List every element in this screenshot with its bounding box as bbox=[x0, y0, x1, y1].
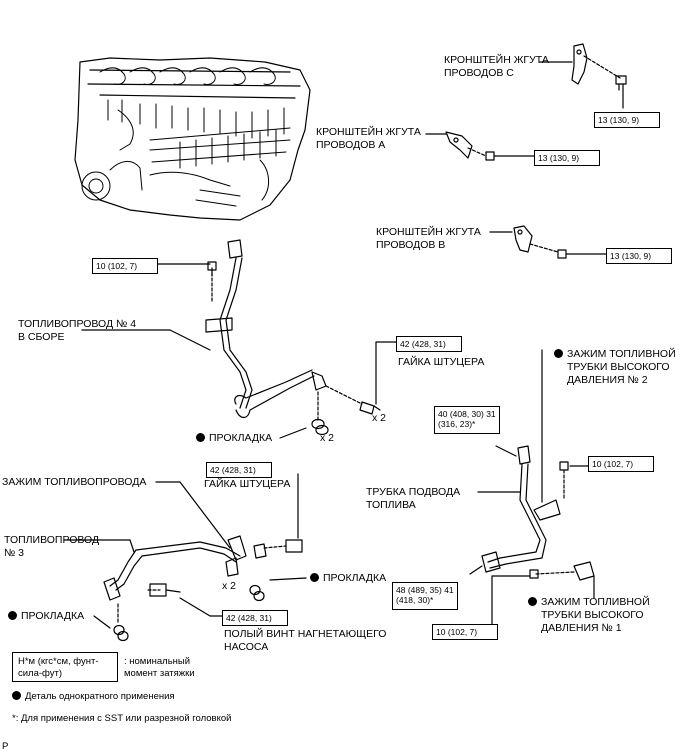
label-bracket-b-line1: КРОНШТЕЙН ЖГУТА bbox=[376, 226, 481, 238]
torque-union-nut-2: 42 (428, 31) bbox=[206, 462, 272, 478]
torque-clamp2-bolt: 10 (102, 7) bbox=[588, 456, 654, 472]
label-bracket-c-line2: ПРОВОДОВ С bbox=[444, 67, 514, 79]
label-fuel-line-clamp: ЗАЖИМ ТОПЛИВОПРОВОДА bbox=[2, 476, 147, 488]
label-clamp-hp-1-line1: ЗАЖИМ ТОПЛИВНОЙ bbox=[541, 596, 650, 608]
torque-bracket-a: 13 (130, 9) bbox=[534, 150, 600, 166]
label-x2-c: x 2 bbox=[222, 580, 237, 592]
torque-union-nut-1: 42 (428, 31) bbox=[396, 336, 462, 352]
leader-gasket-2 bbox=[269, 577, 307, 581]
label-hollow-screw-line1: ПОЛЫЙ ВИНТ НАГНЕТАЮЩЕГО bbox=[224, 628, 387, 640]
non-reusable-marker bbox=[12, 691, 21, 700]
torque-bracket-c: 13 (130, 9) bbox=[594, 112, 660, 128]
label-fuel-line-3-line1: ТОПЛИВОПРОВОД bbox=[4, 534, 100, 546]
label-fuel-line-3-line2: № 3 bbox=[4, 547, 25, 559]
label-fuel-inlet-tube-line1: ТРУБКА ПОДВОДА bbox=[366, 486, 461, 498]
torque-clamp1-bolt: 10 (102, 7) bbox=[432, 624, 498, 640]
legend-non-reusable: Деталь однократного применения bbox=[12, 690, 175, 703]
label-gasket-3: ПРОКЛАДКА bbox=[8, 610, 84, 623]
fuel-line-4-part bbox=[205, 239, 381, 436]
label-bracket-a-line1: КРОНШТЕЙН ЖГУТА bbox=[316, 126, 421, 138]
label-clamp-hp-2-line3: ДАВЛЕНИЯ № 2 bbox=[567, 374, 648, 386]
torque-inlet-tube-line1: 40 (408, 30) 31 bbox=[438, 409, 496, 419]
leader-inlet-lower bbox=[469, 565, 483, 575]
label-clamp-hp-2-line2: ТРУБКИ ВЫСОКОГО bbox=[567, 361, 670, 373]
engine-illustration bbox=[74, 57, 311, 221]
non-reusable-marker bbox=[310, 573, 319, 582]
label-gasket-2: ПРОКЛАДКА bbox=[310, 572, 386, 585]
non-reusable-marker bbox=[528, 597, 537, 606]
label-bracket-c-line1: КРОНШТЕЙН ЖГУТА bbox=[444, 54, 549, 66]
label-fuel-line-4-line2: В СБОРЕ bbox=[18, 331, 65, 343]
label-gasket-1: ПРОКЛАДКА bbox=[196, 432, 272, 445]
fuel-inlet-tube-part bbox=[481, 445, 595, 581]
label-x2-b: x 2 bbox=[320, 432, 335, 444]
leader-hollow-screw bbox=[179, 597, 223, 617]
corner-code: P bbox=[2, 741, 9, 752]
leader-fuel-line-3 bbox=[63, 539, 135, 553]
bracket-c-part bbox=[571, 43, 627, 109]
label-union-nut-2: ГАЙКА ШТУЦЕРА bbox=[204, 478, 291, 490]
leader-fuel-line-4 bbox=[81, 329, 211, 351]
fuel-line-3-part bbox=[103, 535, 303, 642]
label-fuel-line-3: ТОПЛИВОПРОВОД № 3 bbox=[4, 534, 99, 560]
label-bracket-c: КРОНШТЕЙН ЖГУТА ПРОВОДОВ С bbox=[444, 54, 549, 80]
leader-clamp1-bolt bbox=[491, 575, 531, 625]
torque-bracket-b: 13 (130, 9) bbox=[606, 248, 672, 264]
label-fuel-inlet-tube-line2: ТОПЛИВА bbox=[366, 499, 416, 511]
leader-inlet-torque bbox=[495, 445, 517, 457]
label-hollow-screw: ПОЛЫЙ ВИНТ НАГНЕТАЮЩЕГО НАСОСА bbox=[224, 628, 386, 654]
label-hollow-screw-line2: НАСОСА bbox=[224, 641, 269, 653]
label-gasket-1-text: ПРОКЛАДКА bbox=[209, 432, 273, 444]
label-bracket-a-line2: ПРОВОДОВ А bbox=[316, 139, 386, 151]
torque-inlet-tube: 40 (408, 30) 31 (316, 23)* bbox=[434, 406, 500, 434]
label-clamp-hp-2: ЗАЖИМ ТОПЛИВНОЙ ТРУБКИ ВЫСОКОГО ДАВЛЕНИЯ… bbox=[554, 348, 676, 387]
label-gasket-3-text: ПРОКЛАДКА bbox=[21, 610, 85, 622]
torque-inlet-lower: 48 (489, 35) 41 (418, 30)* bbox=[392, 582, 458, 610]
bracket-a-part bbox=[445, 131, 535, 161]
label-union-nut-1: ГАЙКА ШТУЦЕРА bbox=[398, 356, 485, 368]
label-bracket-b-line2: ПРОВОДОВ В bbox=[376, 239, 446, 251]
legend-footnote: *: Для применения с SST или разрезной го… bbox=[12, 713, 232, 724]
label-fuel-line-4-line1: ТОПЛИВОПРОВОД № 4 bbox=[18, 318, 137, 330]
legend-units-box: Н*м (кгс*см, фунт- сила-фут) bbox=[12, 652, 118, 682]
legend-units-desc-line1: : номинальный bbox=[124, 656, 191, 667]
label-fuel-line-4: ТОПЛИВОПРОВОД № 4 В СБОРЕ bbox=[18, 318, 136, 344]
non-reusable-marker bbox=[8, 611, 17, 620]
leader-gasket-1 bbox=[279, 427, 307, 439]
label-bracket-a: КРОНШТЕЙН ЖГУТА ПРОВОДОВ А bbox=[316, 126, 421, 152]
torque-hollow-screw: 42 (428, 31) bbox=[222, 610, 288, 626]
torque-fuel4-bolt: 10 (102, 7) bbox=[92, 258, 158, 274]
label-clamp-hp-2-line1: ЗАЖИМ ТОПЛИВНОЙ bbox=[567, 348, 676, 360]
leader-union-nut-1 bbox=[375, 341, 397, 405]
leader-fuel-line-clamp bbox=[155, 481, 231, 549]
label-clamp-hp-1: ЗАЖИМ ТОПЛИВНОЙ ТРУБКИ ВЫСОКОГО ДАВЛЕНИЯ… bbox=[528, 596, 650, 635]
bracket-b-part bbox=[513, 225, 607, 259]
non-reusable-marker bbox=[554, 349, 563, 358]
legend-units-line1: Н*м (кгс*см, фунт- bbox=[18, 656, 99, 667]
label-x2-a: x 2 bbox=[372, 412, 387, 424]
legend-units-desc: : номинальный момент затяжки bbox=[124, 656, 195, 680]
label-clamp-hp-1-line3: ДАВЛЕНИЯ № 1 bbox=[541, 622, 622, 634]
label-gasket-2-text: ПРОКЛАДКА bbox=[323, 572, 387, 584]
legend-units-line2: сила-фут) bbox=[18, 668, 63, 679]
torque-inlet-lower-line1: 48 (489, 35) 41 bbox=[396, 585, 454, 595]
leader-gasket-3 bbox=[93, 615, 111, 629]
torque-inlet-tube-line2: (316, 23)* bbox=[438, 419, 476, 429]
legend-units-desc-line2: момент затяжки bbox=[124, 668, 195, 679]
label-clamp-hp-1-line2: ТРУБКИ ВЫСОКОГО bbox=[541, 609, 644, 621]
legend-non-reusable-text: Деталь однократного применения bbox=[25, 691, 175, 702]
label-fuel-inlet-tube: ТРУБКА ПОДВОДА ТОПЛИВА bbox=[366, 486, 460, 512]
torque-inlet-lower-line2: (418, 30)* bbox=[396, 595, 434, 605]
label-bracket-b: КРОНШТЕЙН ЖГУТА ПРОВОДОВ В bbox=[376, 226, 481, 252]
non-reusable-marker bbox=[196, 433, 205, 442]
